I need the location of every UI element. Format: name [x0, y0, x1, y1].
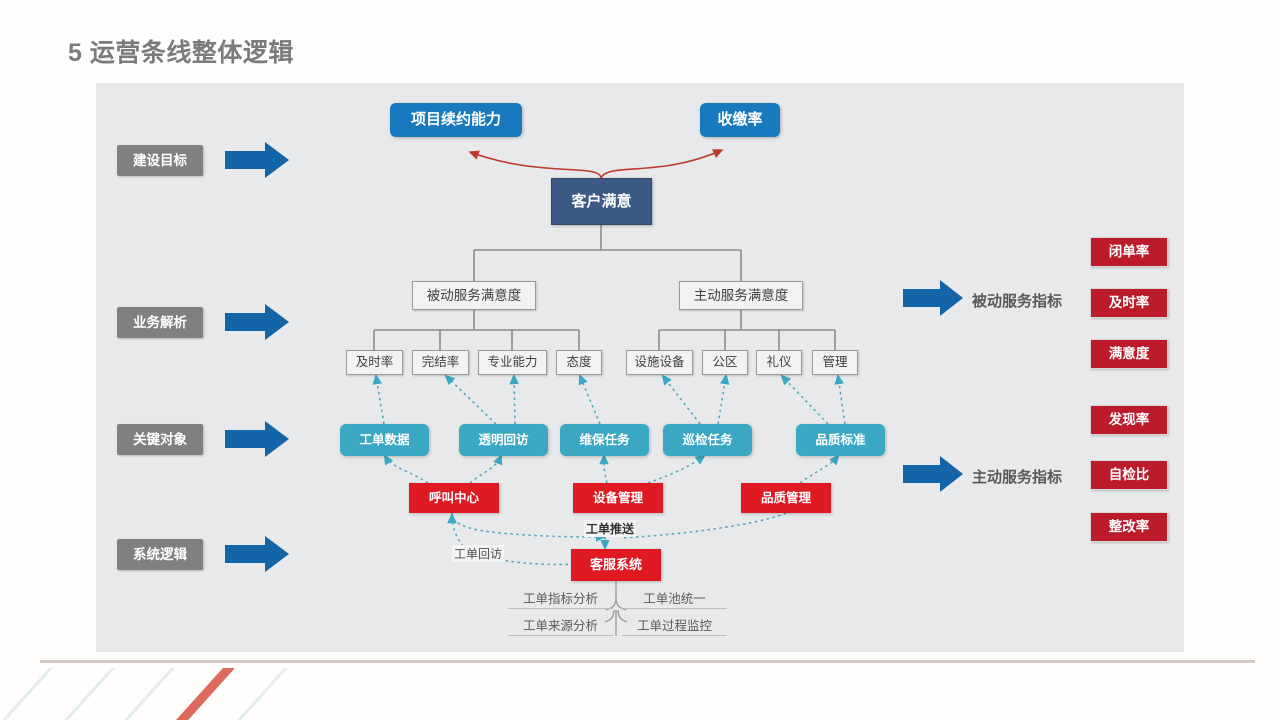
- badge-label: 满意度: [1108, 346, 1150, 362]
- system-quality[interactable]: 品质管理: [741, 483, 831, 513]
- edge-label-followup: 工单回访: [452, 545, 505, 562]
- key-object-label: 巡检任务: [682, 432, 733, 447]
- leaf-label: 及时率: [355, 355, 394, 370]
- badge-label: 及时率: [1108, 295, 1150, 311]
- system-label: 设备管理: [592, 490, 643, 505]
- leaf-active-0[interactable]: 设施设备: [626, 350, 693, 375]
- indicator-badge-passive-0[interactable]: 闭单率: [1090, 237, 1168, 267]
- level-label-3[interactable]: 系统逻辑: [117, 539, 203, 570]
- key-object-3[interactable]: 巡检任务: [663, 424, 752, 456]
- branch-label: 主动服务满意度: [693, 287, 789, 303]
- goal-label: 项目续约能力: [410, 111, 501, 129]
- leaf-label: 设施设备: [634, 355, 685, 370]
- leaf-label: 礼仪: [766, 355, 792, 370]
- level-label-text: 建设目标: [133, 152, 187, 168]
- level-label-1[interactable]: 业务解析: [117, 307, 203, 338]
- indicator-badge-passive-1[interactable]: 及时率: [1090, 288, 1168, 318]
- indicator-badge-active-0[interactable]: 发现率: [1090, 405, 1168, 435]
- leaf-label: 态度: [566, 355, 592, 370]
- footer-divider: [40, 660, 1255, 663]
- indicator-badge-active-1[interactable]: 自检比: [1090, 460, 1168, 490]
- indicator-badge-passive-2[interactable]: 满意度: [1090, 339, 1168, 369]
- level-label-text: 关键对象: [133, 431, 187, 447]
- key-object-4[interactable]: 品质标准: [796, 424, 885, 456]
- page-title: 5 运营条线整体逻辑: [68, 39, 294, 67]
- goal-box-collection-rate[interactable]: 收缴率: [700, 103, 780, 137]
- badge-label: 闭单率: [1108, 244, 1150, 260]
- leaf-label: 公区: [712, 355, 738, 370]
- level-label-text: 系统逻辑: [133, 546, 187, 562]
- key-object-label: 维保任务: [579, 432, 630, 447]
- system-label: 品质管理: [760, 490, 811, 505]
- indicator-group-title-1: 主动服务指标: [972, 469, 1063, 486]
- key-object-2[interactable]: 维保任务: [560, 424, 649, 456]
- center-box-customer-satisfaction[interactable]: 客户满意: [551, 178, 652, 225]
- branch-label: 被动服务满意度: [426, 287, 522, 303]
- core-system-item-2[interactable]: 工单来源分析: [508, 614, 613, 636]
- indicator-badge-active-2[interactable]: 整改率: [1090, 512, 1168, 542]
- system-call-center[interactable]: 呼叫中心: [409, 483, 499, 513]
- branch-passive-service[interactable]: 被动服务满意度: [412, 281, 536, 310]
- indicator-group-title-0: 被动服务指标: [972, 293, 1063, 310]
- badge-label: 整改率: [1108, 519, 1150, 535]
- core-system-item-0[interactable]: 工单指标分析: [508, 587, 613, 609]
- leaf-active-1[interactable]: 公区: [702, 350, 748, 375]
- system-equipment[interactable]: 设备管理: [573, 483, 663, 513]
- footer-stripes: [0, 668, 320, 720]
- leaf-active-3[interactable]: 管理: [812, 350, 858, 375]
- center-label: 客户满意: [571, 192, 632, 210]
- leaf-label: 专业能力: [487, 355, 538, 370]
- leaf-active-2[interactable]: 礼仪: [756, 350, 802, 375]
- level-label-text: 业务解析: [133, 314, 187, 330]
- edge-label-dispatch: 工单推送: [584, 520, 637, 537]
- key-object-label: 工单数据: [359, 432, 410, 447]
- level-label-0[interactable]: 建设目标: [117, 145, 203, 176]
- key-object-label: 品质标准: [815, 432, 866, 447]
- branch-active-service[interactable]: 主动服务满意度: [679, 281, 803, 310]
- badge-label: 发现率: [1108, 412, 1150, 428]
- leaf-passive-3[interactable]: 态度: [556, 350, 602, 375]
- core-system-label: 客服系统: [589, 556, 642, 572]
- leaf-passive-0[interactable]: 及时率: [346, 350, 403, 375]
- level-label-2[interactable]: 关键对象: [117, 424, 203, 455]
- key-object-0[interactable]: 工单数据: [340, 424, 429, 456]
- leaf-label: 管理: [822, 355, 848, 370]
- key-object-label: 透明回访: [478, 432, 529, 447]
- goal-box-project-renewal[interactable]: 项目续约能力: [390, 103, 522, 137]
- key-object-1[interactable]: 透明回访: [459, 424, 548, 456]
- goal-label: 收缴率: [717, 111, 763, 129]
- leaf-passive-1[interactable]: 完结率: [412, 350, 469, 375]
- leaf-passive-2[interactable]: 专业能力: [478, 350, 547, 375]
- system-label: 呼叫中心: [428, 490, 479, 505]
- core-system-item-1[interactable]: 工单池统一: [622, 587, 727, 609]
- leaf-label: 完结率: [421, 355, 460, 370]
- core-system-item-3[interactable]: 工单过程监控: [622, 614, 727, 636]
- badge-label: 自检比: [1108, 467, 1150, 483]
- core-system-box[interactable]: 客服系统: [571, 549, 661, 581]
